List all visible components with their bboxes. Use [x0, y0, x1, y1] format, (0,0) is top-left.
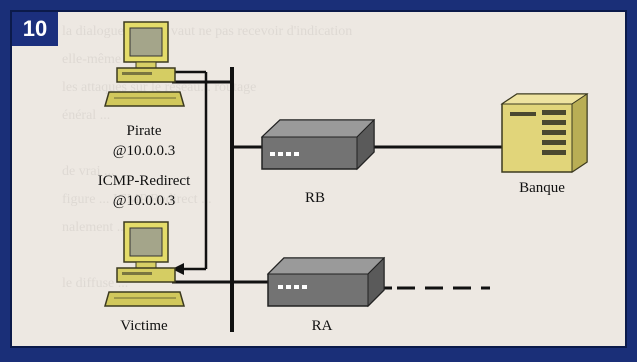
banque-label: Banque	[519, 180, 565, 196]
ra-router-icon	[268, 258, 384, 306]
rb-router-icon	[262, 120, 374, 169]
pirate-computer-icon	[105, 22, 184, 106]
diagram-panel: 10 la dialogue. Mieux vaut ne pas recevo…	[10, 10, 627, 348]
icmp-redirect-label: ICMP-Redirect	[98, 173, 191, 189]
banque-server-icon	[502, 94, 587, 172]
ra-label: RA	[312, 318, 333, 334]
rb-label: RB	[305, 190, 325, 206]
figure-number-badge: 10	[12, 12, 58, 46]
victime-computer-icon	[105, 222, 184, 306]
network-diagram: Pirate @10.0.0.3 ICMP-Redirect @10.0.0.3…	[12, 12, 627, 348]
pirate-ip-label: @10.0.0.3	[113, 143, 176, 159]
icmp-redirect-ip-label: @10.0.0.3	[113, 193, 176, 209]
pirate-label: Pirate	[127, 123, 162, 139]
victime-label: Victime	[120, 318, 168, 334]
